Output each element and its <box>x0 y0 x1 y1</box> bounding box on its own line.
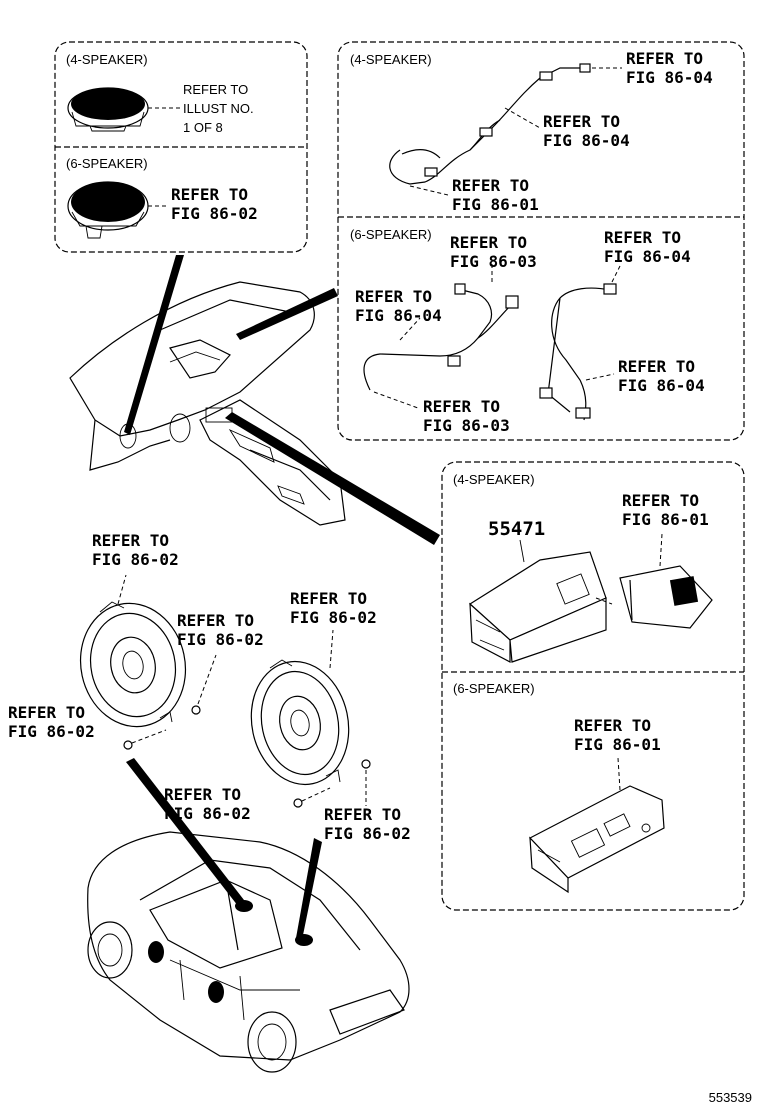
harness4-ref-c-label: REFER TO <box>452 176 529 195</box>
car-illustration <box>87 831 410 1073</box>
switch-box: (4-SPEAKER) (6-SPEAKER) 55471 REFER TO F… <box>441 461 745 911</box>
harness6-ref-c-label: REFER TO <box>423 397 500 416</box>
harness6-ref-a-label: REFER TO <box>450 233 527 252</box>
switch4-ref-fig: FIG 86-01 <box>622 510 709 529</box>
rear-screw-b-ref-fig: FIG 86-02 <box>324 824 411 843</box>
harness6-ref-e-label: REFER TO <box>618 357 695 376</box>
rear-screw-b-ref-label: REFER TO <box>324 805 401 824</box>
panel-55471-part <box>469 551 607 663</box>
rear-speaker-pointer <box>296 838 322 940</box>
rear-screw-b <box>361 759 371 769</box>
harness4-ref-c-fig: FIG 86-01 <box>452 195 539 214</box>
tweeter-6-ref-label: REFER TO <box>171 185 248 204</box>
tweeter-box: (4-SPEAKER) (6-SPEAKER) REFER TO ILLUST … <box>54 41 308 253</box>
switch6-ref-label: REFER TO <box>574 716 651 735</box>
rear-screw-a <box>293 798 303 808</box>
illust-ref-line2: ILLUST NO. <box>183 101 254 116</box>
harness-box: (4-SPEAKER) (6-SPEAKER) REFER TO FIG 86-… <box>337 41 745 441</box>
front-speaker-pointer <box>126 758 244 906</box>
switch-4-speaker-label: (4-SPEAKER) <box>453 472 535 487</box>
tweeter-4-speaker-label: (4-SPEAKER) <box>66 52 148 67</box>
front-screw-a <box>191 705 201 715</box>
switch6-ref-fig: FIG 86-01 <box>574 735 661 754</box>
harness-4-speaker-part <box>389 63 591 185</box>
tweeter-6-speaker-part <box>67 181 149 239</box>
harness-pointer <box>236 288 338 340</box>
harness6-ref-d-label: REFER TO <box>604 228 681 247</box>
harness-6-speaker-left-part <box>363 283 519 391</box>
front-screw-b-ref-fig: FIG 86-02 <box>8 722 95 741</box>
rear-screw-a-ref-fig: FIG 86-02 <box>164 804 251 823</box>
front-speaker-ref-fig: FIG 86-02 <box>92 550 179 569</box>
dashboard-illustration <box>69 281 346 526</box>
part-number-label: 55471 <box>488 518 545 540</box>
tweeter-6-speaker-label: (6-SPEAKER) <box>66 156 148 171</box>
front-screw-b-ref-label: REFER TO <box>8 703 85 722</box>
harness4-ref-b-fig: FIG 86-04 <box>543 131 630 150</box>
harness4-ref-b-label: REFER TO <box>543 112 620 131</box>
harness-6-speaker-label: (6-SPEAKER) <box>350 227 432 242</box>
rear-speaker-ref-label: REFER TO <box>290 589 367 608</box>
rear-speaker-ref-fig: FIG 86-02 <box>290 608 377 627</box>
harness-4-speaker-label: (4-SPEAKER) <box>350 52 432 67</box>
harness6-ref-c-fig: FIG 86-03 <box>423 416 510 435</box>
tweeter-4-speaker-part <box>67 87 149 132</box>
switch-6-speaker-label: (6-SPEAKER) <box>453 681 535 696</box>
harness6-ref-e-fig: FIG 86-04 <box>618 376 705 395</box>
catalog-number: 553539 <box>709 1090 752 1105</box>
harness4-ref-a-fig: FIG 86-04 <box>626 68 713 87</box>
front-screw-b <box>123 740 133 750</box>
harness4-ref-a-label: REFER TO <box>626 49 703 68</box>
front-speaker-ref-label: REFER TO <box>92 531 169 550</box>
switch4-ref-label: REFER TO <box>622 491 699 510</box>
tweeter-6-ref-fig: FIG 86-02 <box>171 204 258 223</box>
harness-box-frame <box>337 41 745 441</box>
front-screw-a-ref-label: REFER TO <box>177 611 254 630</box>
switch-4-speaker-part <box>619 565 713 629</box>
illust-ref-line3: 1 OF 8 <box>183 120 223 135</box>
harness6-ref-d-fig: FIG 86-04 <box>604 247 691 266</box>
switch-pointer <box>225 412 440 545</box>
harness-6-speaker-right-part <box>539 283 617 421</box>
rear-screw-a-ref-label: REFER TO <box>164 785 241 804</box>
tweeter-pointer <box>124 255 184 435</box>
switch-6-speaker-part <box>529 785 665 894</box>
front-speaker-part <box>79 601 187 728</box>
illust-ref-line1: REFER TO <box>183 82 248 97</box>
rear-speaker-part <box>250 659 350 786</box>
front-screw-a-ref-fig: FIG 86-02 <box>177 630 264 649</box>
harness6-ref-b-fig: FIG 86-04 <box>355 306 442 325</box>
harness6-ref-a-fig: FIG 86-03 <box>450 252 537 271</box>
harness6-ref-b-label: REFER TO <box>355 287 432 306</box>
